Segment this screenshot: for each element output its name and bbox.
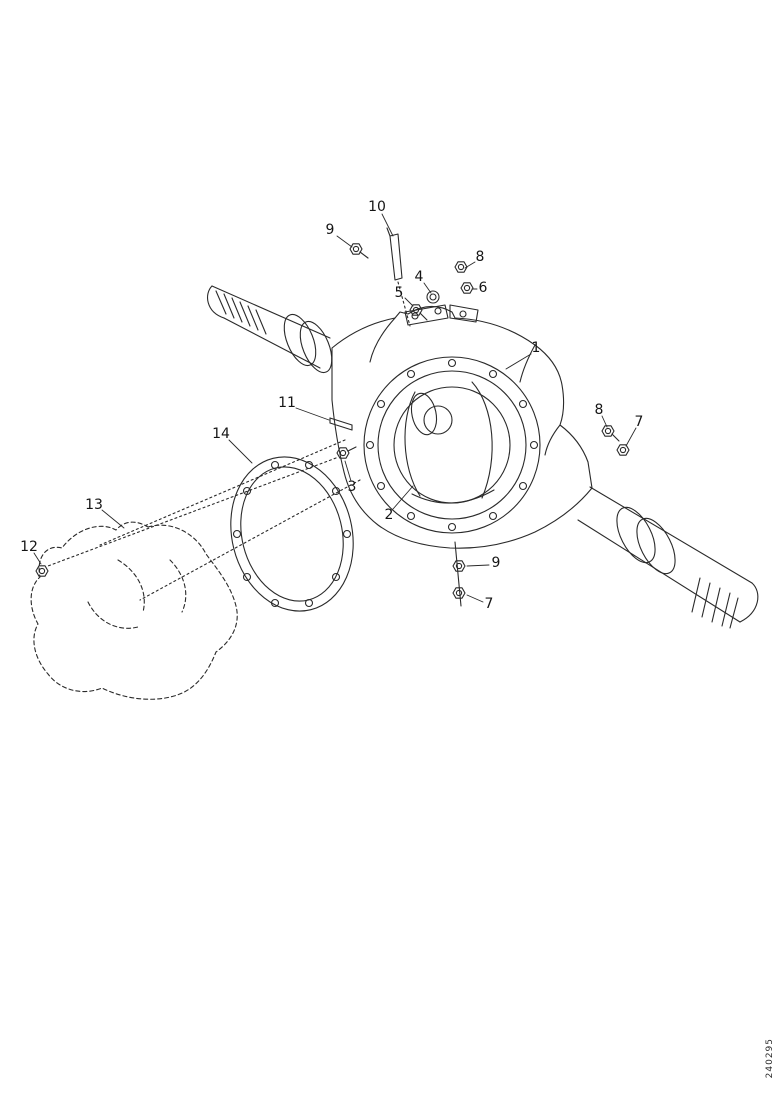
bolt-9-bottom <box>452 560 466 572</box>
bottom-hardware-axis <box>454 541 462 607</box>
leader-lines <box>33 213 637 603</box>
leader-line-13 <box>101 509 125 529</box>
callout-label-14: 14 <box>212 426 230 442</box>
breather-pin <box>386 227 403 281</box>
leader-line-7 <box>625 427 637 447</box>
leader-line-4 <box>423 282 432 294</box>
callout-label-9: 9 <box>491 555 501 571</box>
nut-12 <box>35 565 49 577</box>
leader-line-14 <box>228 439 253 464</box>
bolt-8-right <box>601 425 620 442</box>
callout-label-6: 6 <box>478 280 488 296</box>
drawing-number: 240295 <box>765 1037 775 1078</box>
bolt-5 <box>409 304 428 321</box>
washer-4 <box>426 290 440 304</box>
bolt-9-top <box>349 243 369 259</box>
axle-housing-body <box>331 304 593 549</box>
assembly-axis-lines <box>47 281 411 601</box>
callout-label-3: 3 <box>347 479 357 495</box>
carrier-outline-dashed <box>30 521 238 700</box>
left-axle-tube <box>206 285 333 374</box>
callout-label-10: 10 <box>368 199 386 215</box>
callout-label-7: 7 <box>484 596 494 612</box>
leader-line-5 <box>404 297 414 307</box>
gasket-ring <box>230 456 354 612</box>
leader-line-7 <box>466 594 484 603</box>
callout-label-9: 9 <box>325 222 335 238</box>
leader-line-12 <box>33 552 42 565</box>
callout-label-8: 8 <box>475 249 485 265</box>
callout-label-2: 2 <box>384 507 394 523</box>
leader-line-2 <box>392 485 414 510</box>
callout-label-7: 7 <box>634 414 644 430</box>
callout-label-13: 13 <box>85 497 103 513</box>
leader-line-8 <box>464 261 476 269</box>
leader-line-10 <box>381 213 394 237</box>
callout-label-4: 4 <box>414 269 424 285</box>
leader-line-1 <box>505 353 532 370</box>
leader-line-11 <box>295 407 330 421</box>
nut-6 <box>460 282 474 294</box>
callout-label-1: 1 <box>531 340 541 356</box>
nut-8-top <box>454 261 468 273</box>
callout-label-8: 8 <box>594 402 604 418</box>
callout-label-12: 12 <box>20 539 38 555</box>
callout-label-11: 11 <box>278 395 296 411</box>
leader-line-9 <box>336 235 353 248</box>
bolt-3 <box>336 446 357 459</box>
leader-line-3 <box>344 460 352 482</box>
stud-11 <box>329 417 353 431</box>
differential-opening-flange <box>363 356 541 534</box>
leader-line-9 <box>466 564 490 567</box>
callout-label-5: 5 <box>394 285 404 301</box>
leader-line-8 <box>601 415 608 428</box>
nut-7-right <box>616 444 630 456</box>
right-axle-tube <box>577 486 759 629</box>
